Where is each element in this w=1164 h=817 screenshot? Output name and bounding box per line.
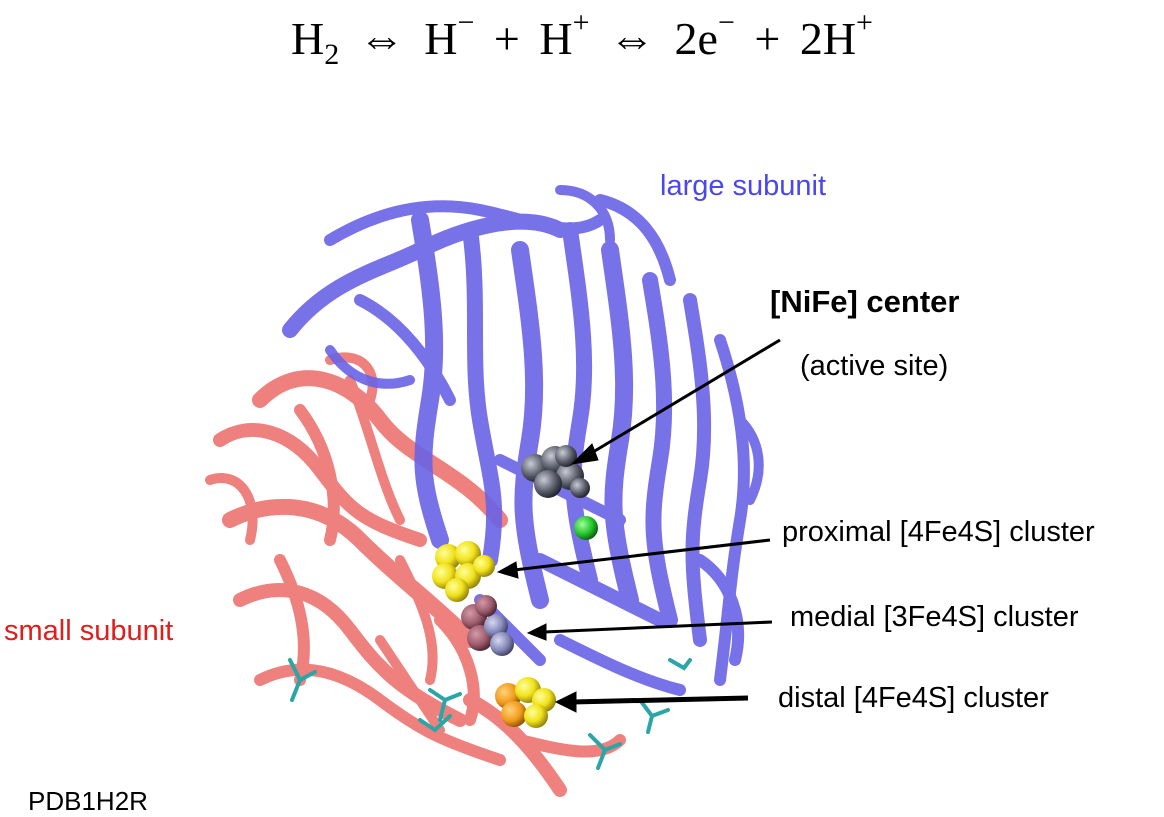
large-subunit-label: large subunit	[660, 170, 827, 202]
eq-proton: H	[539, 13, 573, 64]
distal-cluster-label: distal [4Fe4S] cluster	[778, 682, 1049, 714]
eq-hydride: H	[424, 13, 458, 64]
magnesium-ion	[574, 516, 598, 540]
eq-protons: 2H	[799, 13, 857, 64]
proximal-cluster-label: proximal [4Fe4S] cluster	[782, 516, 1095, 548]
eq-arrow-1: ⇔	[358, 13, 405, 64]
eq-protons-sup: +	[856, 6, 873, 39]
small-subunit-label: small subunit	[4, 615, 174, 647]
large-subunit-ribbons	[282, 185, 764, 696]
eq-proton-sup: +	[572, 6, 590, 39]
pdb-id-label: PDB1H2R	[28, 786, 148, 816]
eq-electrons-sup: −	[717, 6, 735, 39]
arrow-proximal	[513, 538, 771, 572]
annotation-arrows	[496, 338, 781, 713]
arrow-medial-head	[526, 623, 547, 641]
eq-h2: H	[291, 13, 325, 64]
distal-cluster-spheres	[495, 677, 556, 728]
eq-electrons: 2e	[674, 13, 718, 64]
arrow-proximal-head	[496, 561, 519, 579]
medial-cluster-label: medial [3Fe4S] cluster	[790, 601, 1079, 633]
arrow-distal-head	[554, 691, 577, 713]
eq-plus-1: +	[493, 13, 520, 64]
medial-cluster-spheres	[461, 595, 514, 656]
arrow-medial	[543, 620, 773, 634]
eq-arrow-2: ⇔	[609, 13, 656, 64]
side-chain-sticks	[288, 658, 692, 770]
eq-plus-2: +	[754, 13, 781, 64]
nife-center-label: [NiFe] center	[770, 284, 960, 319]
nife-center-spheres	[521, 445, 590, 498]
arrow-nife-head	[570, 443, 599, 465]
proximal-cluster-spheres	[432, 541, 495, 602]
reaction-equation: H2 ⇔ H− + H+ ⇔ 2e− + 2H+	[0, 6, 1164, 76]
arrow-distal	[571, 695, 749, 705]
eq-hydride-sup: −	[457, 6, 475, 39]
arrow-nife	[587, 338, 781, 457]
small-subunit-ribbons	[205, 352, 626, 797]
eq-h2-sub: 2	[324, 38, 340, 71]
active-site-label: (active site)	[800, 350, 949, 382]
